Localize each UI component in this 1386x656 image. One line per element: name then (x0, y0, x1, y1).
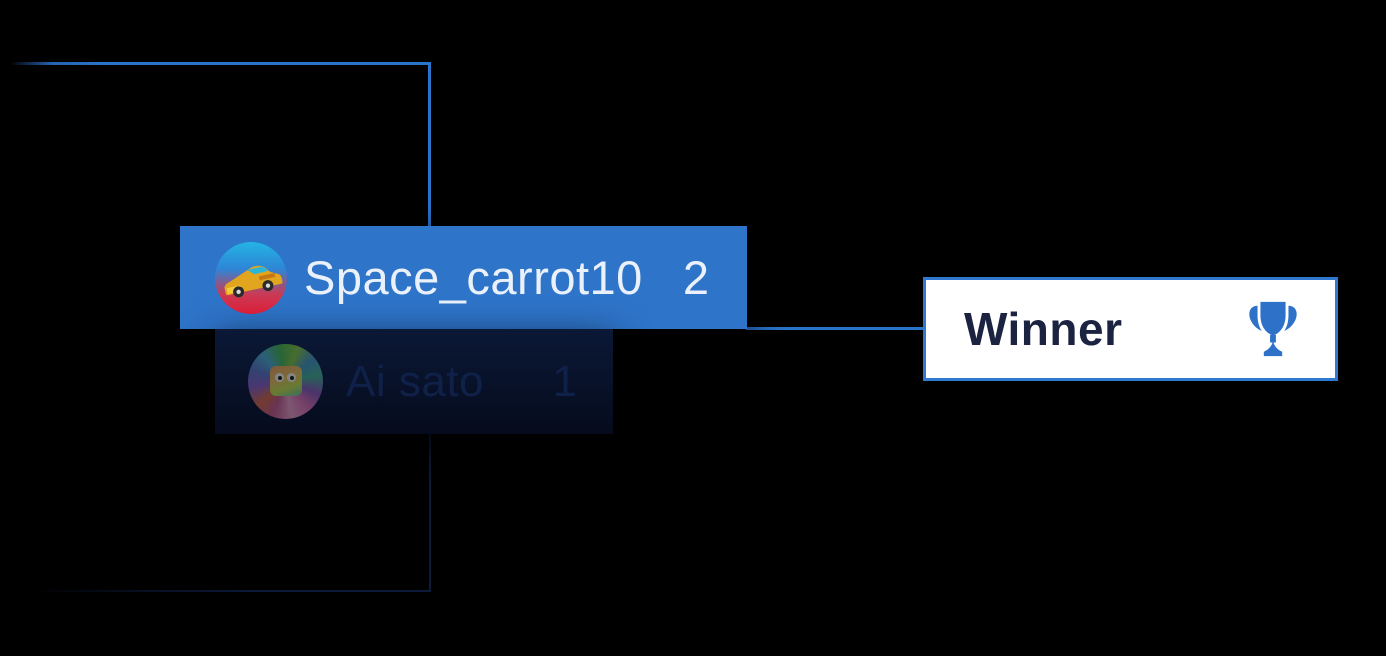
winner-box: Winner (923, 277, 1338, 381)
match-row-eliminated[interactable]: Ai sato 1 (215, 329, 613, 434)
car-avatar-icon (215, 241, 287, 314)
player-name: Space_carrot10 (304, 251, 643, 304)
car-icon (224, 265, 283, 297)
player-name: Ai sato (346, 356, 485, 406)
player-score: 1 (552, 356, 577, 406)
bracket-line-top-horizontal (10, 62, 430, 65)
bracket-line-to-winner (746, 327, 923, 330)
winner-label: Winner (964, 303, 1123, 355)
puzzle-face (270, 366, 302, 396)
bracket-line-bottom-horizontal (30, 590, 431, 592)
bracket-line-bottom-vertical (429, 433, 431, 591)
trophy-icon (1249, 301, 1297, 357)
puzzle-eye-left (275, 373, 284, 382)
bracket-line-top-vertical (428, 62, 431, 229)
puzzle-eye-right (287, 373, 296, 382)
player-score: 2 (682, 251, 709, 304)
puzzle-avatar-icon (248, 344, 323, 419)
match-row-winner[interactable]: Space_carrot10 2 (180, 226, 747, 329)
